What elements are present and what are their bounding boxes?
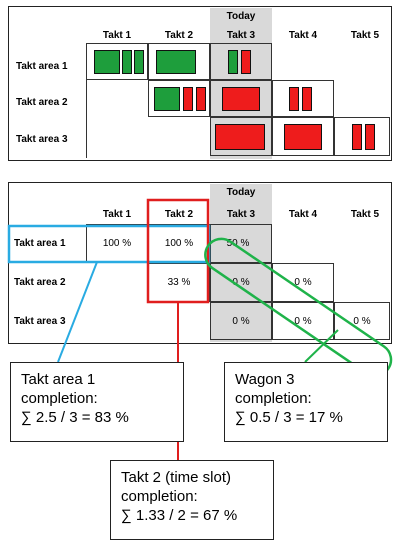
callout-line: ∑ 0.5 / 3 = 17 % — [235, 409, 343, 426]
takt-header-3: Takt 3 — [226, 209, 256, 220]
cell — [334, 117, 390, 156]
wagon-block-open — [352, 124, 362, 150]
wagon-block-open — [196, 87, 206, 111]
cell — [148, 80, 210, 117]
takt-header-2: Takt 2 — [164, 209, 194, 220]
wagon-block-done — [94, 50, 120, 74]
wagon-callout-connector — [304, 329, 339, 363]
wagon-block-done — [122, 50, 132, 74]
callout-line: Takt 2 (time slot) — [121, 469, 232, 486]
area-label-2: Takt area 2 — [14, 277, 66, 288]
takt-column-highlight — [146, 198, 210, 304]
cell — [210, 80, 272, 117]
grid-line — [86, 43, 87, 158]
cell — [272, 302, 334, 340]
takt-header-3: Takt 3 — [226, 30, 256, 41]
today-label: Today — [226, 187, 256, 198]
completion-value: 0 % — [232, 316, 250, 327]
takt-header-1: Takt 1 — [102, 209, 132, 220]
wagon-block-done — [154, 87, 180, 111]
wagon-block-open — [284, 124, 322, 150]
cell — [210, 43, 272, 80]
takt-header-1: Takt 1 — [102, 30, 132, 41]
area-label-2: Takt area 2 — [16, 97, 68, 108]
callout-line: ∑ 1.33 / 2 = 67 % — [121, 507, 238, 524]
cell — [334, 302, 390, 340]
area-completion-callout: Takt area 1 completion: ∑ 2.5 / 3 = 83 % — [10, 362, 184, 442]
area-label-3: Takt area 3 — [16, 134, 68, 145]
today-label: Today — [226, 11, 256, 22]
wagon-block-open — [183, 87, 193, 111]
wagon-block-open — [289, 87, 299, 111]
wagon-completion-callout: Wagon 3 completion: ∑ 0.5 / 3 = 17 % — [224, 362, 388, 442]
takt-header-4: Takt 4 — [288, 30, 318, 41]
completion-value: 0 % — [294, 316, 312, 327]
area-label-3: Takt area 3 — [14, 316, 66, 327]
cell — [272, 117, 334, 156]
completion-value: 0 % — [353, 316, 371, 327]
completion-value: 100 % — [102, 238, 132, 249]
cell — [210, 302, 272, 340]
cell — [86, 43, 148, 80]
wagon-block-open — [302, 87, 312, 111]
cell — [272, 263, 334, 302]
completion-value: 33 % — [167, 277, 191, 288]
callout-line: Takt area 1 — [21, 371, 96, 388]
wagon-block-open — [222, 87, 260, 111]
takt-plan-panel — [8, 6, 392, 161]
takt-header-4: Takt 4 — [288, 209, 318, 220]
takt-header-5: Takt 5 — [350, 30, 380, 41]
area-label-1: Takt area 1 — [16, 61, 68, 72]
wagon-block-done — [156, 50, 196, 74]
area-label-1: Takt area 1 — [14, 238, 66, 249]
callout-line: completion: — [121, 488, 198, 505]
takt-header-5: Takt 5 — [350, 209, 380, 220]
area-row-highlight — [7, 224, 211, 264]
wagon-block-open — [241, 50, 251, 74]
cell — [272, 80, 334, 117]
completion-value: 0 % — [294, 277, 312, 288]
cell — [148, 43, 210, 80]
callout-line: completion: — [235, 390, 312, 407]
callout-line: completion: — [21, 390, 98, 407]
wagon-block-done — [228, 50, 238, 74]
wagon-diagonal-highlight — [204, 237, 393, 377]
area-callout-connector — [57, 261, 98, 363]
completion-value: 50 % — [226, 238, 250, 249]
callout-line: ∑ 2.5 / 3 = 83 % — [21, 409, 129, 426]
completion-value: 100 % — [164, 238, 194, 249]
cell — [210, 117, 272, 156]
wagon-block-done — [134, 50, 144, 74]
wagon-block-open — [365, 124, 375, 150]
takt-completion-callout: Takt 2 (time slot) completion: ∑ 1.33 / … — [110, 460, 274, 540]
callout-line: Wagon 3 — [235, 371, 295, 388]
takt-header-2: Takt 2 — [164, 30, 194, 41]
cell — [210, 263, 272, 302]
completion-value: 0 % — [232, 277, 250, 288]
wagon-block-open — [215, 124, 265, 150]
